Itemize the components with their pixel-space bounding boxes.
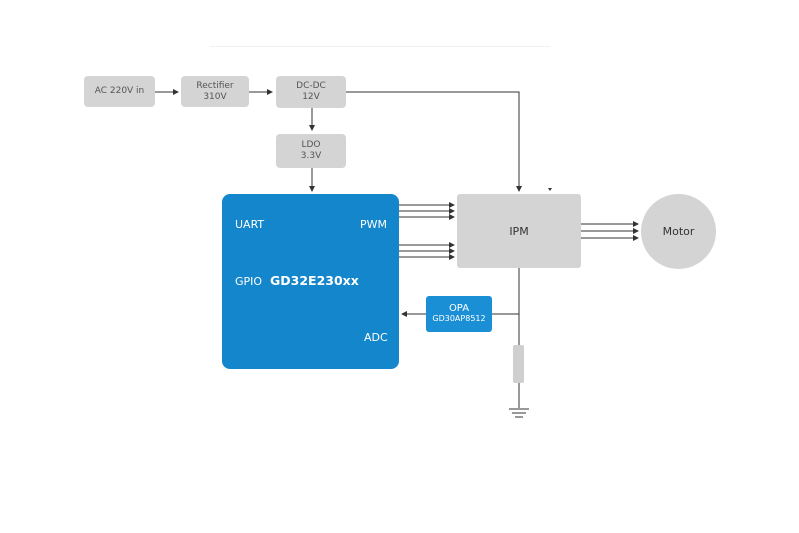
ipm-block: IPM [457, 194, 581, 268]
dcdc-label: DC-DC [296, 81, 326, 91]
rectifier-label: Rectifier [196, 80, 234, 91]
ipm-label: IPM [509, 224, 529, 238]
mcu-adc-label: ADC [364, 331, 388, 344]
mcu-block: UART PWM GPIO GD32E230xx ADC [222, 194, 399, 369]
ldo-block: LDO 3.3V [276, 134, 346, 168]
opa-block: OPA GD30AP8512 [426, 296, 492, 332]
dcdc-to-ipm-line [346, 91, 522, 192]
top-divider [210, 46, 550, 47]
mcu-title: GD32E230xx [270, 273, 359, 288]
dcdc-voltage: 12V [302, 92, 320, 102]
ldo-voltage: 3.3V [300, 151, 322, 161]
opa-part-number: GD30AP8512 [432, 314, 486, 323]
opa-label: OPA [448, 303, 470, 314]
rectifier-voltage: 310V [203, 91, 227, 102]
ac-input-label: AC 220V in [94, 86, 145, 96]
mcu-gpio-label: GPIO [235, 275, 263, 288]
rectifier-block: Rectifier 310V [181, 76, 249, 107]
ipm-top-mark [548, 188, 552, 191]
ldo-label: LDO [301, 140, 321, 150]
mcu-pwm-label: PWM [360, 218, 388, 231]
motor-label: Motor [662, 225, 695, 238]
mcu-uart-label: UART [235, 218, 265, 231]
shunt-resistor [513, 345, 524, 383]
motor-block: Motor [641, 194, 716, 269]
ac-input-block: AC 220V in [84, 76, 155, 107]
dcdc-block: DC-DC 12V [276, 76, 346, 108]
